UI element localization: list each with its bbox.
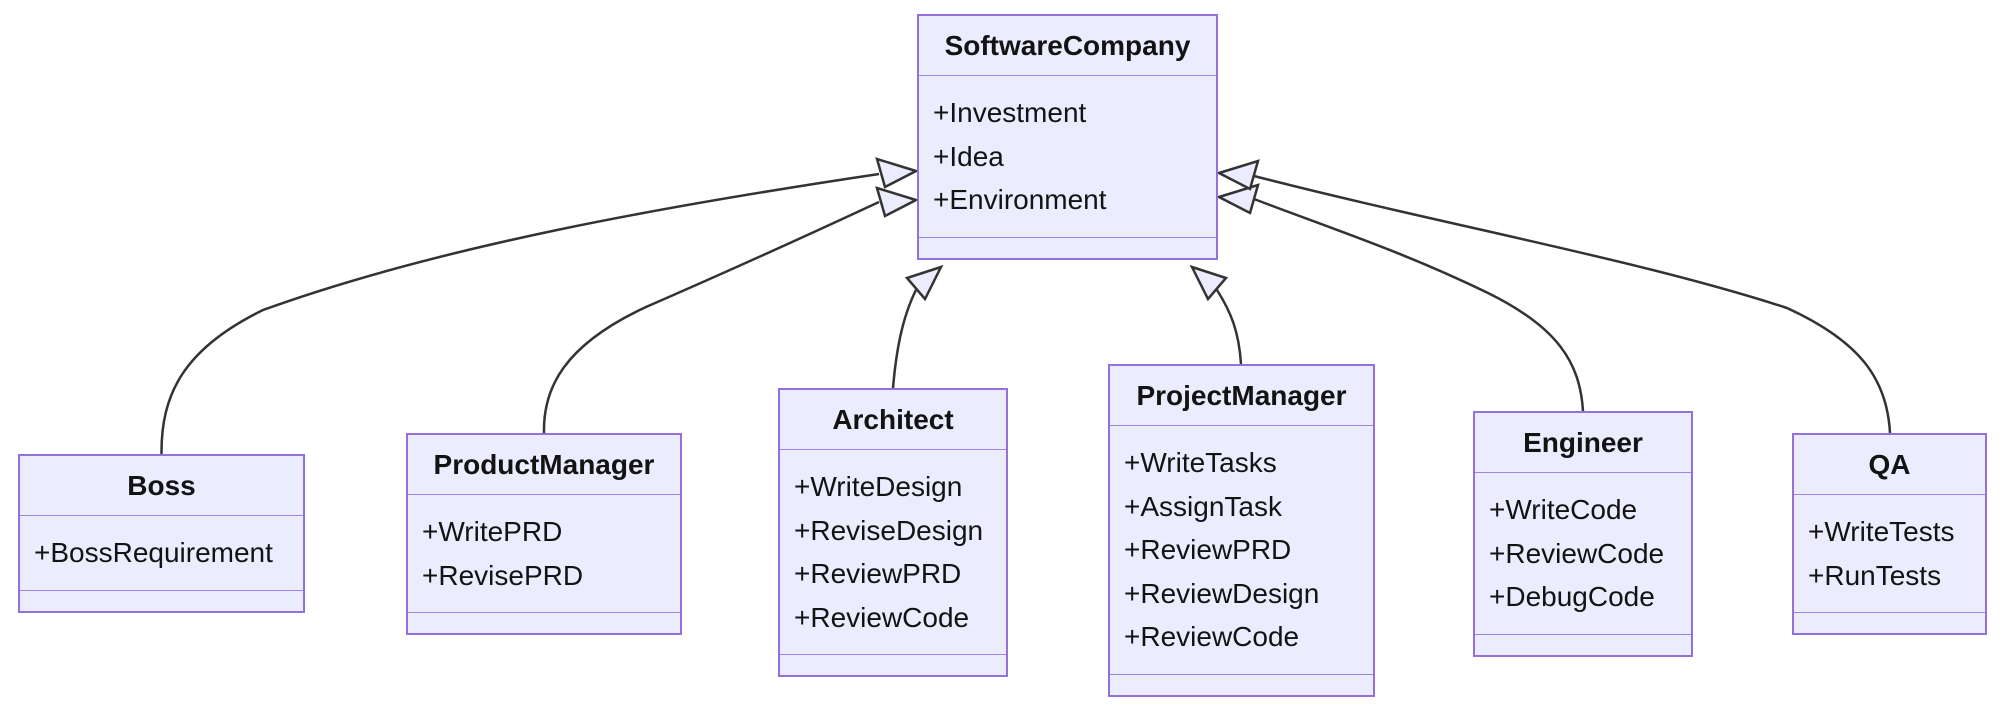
class-attribute: +RunTests xyxy=(1808,559,1942,591)
class-title: ProjectManager xyxy=(1110,366,1373,426)
edge-productmanager-to-softwarecompany xyxy=(542,200,880,434)
class-methods-empty xyxy=(919,236,1216,258)
class-methods-empty xyxy=(20,589,303,611)
class-attribute: +WriteTasks xyxy=(1124,447,1277,478)
class-title: ProductManager xyxy=(408,435,680,495)
class-attribute: +ReviseDesign xyxy=(794,514,984,546)
edge-qa-to-softwarecompany xyxy=(1253,174,1892,434)
class-attribute: +Environment xyxy=(933,184,1107,215)
class-box-boss: Boss +BossRequirement xyxy=(18,454,305,613)
class-methods-empty xyxy=(408,612,680,633)
class-attributes: +WriteDesign +ReviseDesign +ReviewPRD +R… xyxy=(780,450,1006,654)
class-attribute: +WriteCode xyxy=(1489,494,1638,525)
edge-projectmanager-to-softwarecompany xyxy=(1215,289,1243,365)
class-attribute: +WriteDesign xyxy=(794,471,963,502)
class-title: QA xyxy=(1794,435,1985,495)
class-box-qa: QA +WriteTests +RunTests xyxy=(1792,433,1987,635)
class-attributes: +WriteCode +ReviewCode +DebugCode xyxy=(1475,473,1691,634)
class-attributes: +Investment +Idea +Environment xyxy=(919,76,1216,237)
inheritance-arrowhead-engineer xyxy=(1215,183,1260,215)
class-box-engineer: Engineer +WriteCode +ReviewCode +DebugCo… xyxy=(1473,411,1693,657)
class-attribute: +ReviewCode xyxy=(1124,621,1300,652)
class-attribute: +DebugCode xyxy=(1489,581,1655,612)
class-title: SoftwareCompany xyxy=(919,16,1216,76)
class-methods-empty xyxy=(1110,673,1373,695)
inheritance-arrowhead-productmanager xyxy=(875,186,920,218)
class-attribute: +ReviewCode xyxy=(794,601,970,633)
class-attribute: +ReviewDesign xyxy=(1124,577,1320,609)
class-box-softwarecompany: SoftwareCompany +Investment +Idea +Envir… xyxy=(917,14,1218,260)
class-title: Boss xyxy=(20,456,303,516)
class-attribute: +Investment xyxy=(933,97,1087,128)
edge-engineer-to-softwarecompany xyxy=(1253,197,1585,412)
class-attribute: +Idea xyxy=(933,140,1004,172)
class-attributes: +WriteTasks +AssignTask +ReviewPRD +Revi… xyxy=(1110,426,1373,674)
class-attribute: +WritePRD xyxy=(422,516,563,547)
class-attribute: +RevisePRD xyxy=(422,559,584,591)
inheritance-arrowhead-boss xyxy=(875,157,920,189)
class-attribute: +ReviewPRD xyxy=(1124,534,1292,565)
class-methods-empty xyxy=(1475,633,1691,655)
edge-architect-to-softwarecompany xyxy=(891,289,918,389)
class-box-productmanager: ProductManager +WritePRD +RevisePRD xyxy=(406,433,682,635)
class-attributes: +WriteTests +RunTests xyxy=(1794,495,1985,612)
class-box-projectmanager: ProjectManager +WriteTasks +AssignTask +… xyxy=(1108,364,1375,697)
class-attribute: +ReviewPRD xyxy=(794,558,962,589)
class-attribute: +ReviewCode xyxy=(1489,537,1665,569)
class-attributes: +WritePRD +RevisePRD xyxy=(408,495,680,612)
inheritance-arrowhead-architect xyxy=(904,264,944,302)
class-title: Architect xyxy=(780,390,1006,450)
class-attributes: +BossRequirement xyxy=(20,516,303,590)
class-attribute: +WriteTests xyxy=(1808,516,1955,547)
class-attribute: +AssignTask xyxy=(1124,490,1282,522)
class-methods-empty xyxy=(780,654,1006,675)
inheritance-arrowhead-projectmanager xyxy=(1189,264,1229,302)
class-methods-empty xyxy=(1794,612,1985,633)
class-box-architect: Architect +WriteDesign +ReviseDesign +Re… xyxy=(778,388,1008,677)
inheritance-arrowhead-qa xyxy=(1215,159,1260,191)
edge-boss-to-softwarecompany xyxy=(160,172,880,455)
class-title: Engineer xyxy=(1475,413,1691,473)
class-attribute: +BossRequirement xyxy=(34,537,273,568)
